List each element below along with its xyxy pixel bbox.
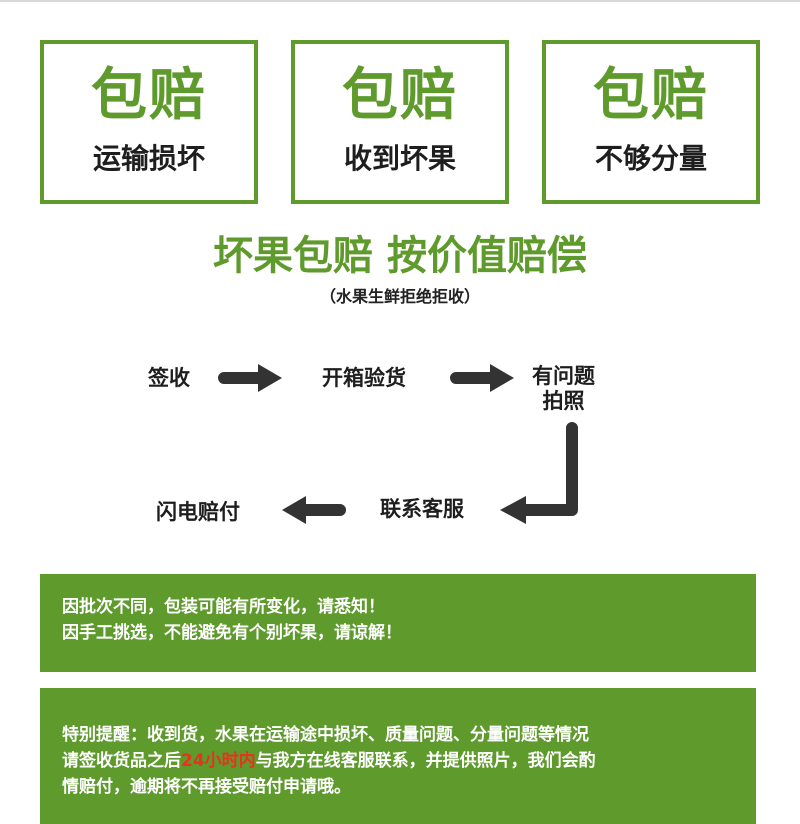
guarantee-title: 包赔 bbox=[91, 63, 207, 128]
guarantee-box-transport-damage: 包赔 运输损坏 bbox=[40, 40, 258, 204]
arrow-down-left-icon bbox=[500, 422, 578, 524]
deadline-highlight: 24小时内 bbox=[181, 751, 256, 771]
step-photo-line2: 拍照 bbox=[542, 389, 585, 413]
notice-line: 特别提醒：收到货，水果在运输途中损坏、质量问题、分量问题等情况 bbox=[62, 725, 589, 745]
step-sign: 签收 bbox=[148, 366, 190, 390]
guarantee-box-bad-fruit: 包赔 收到坏果 bbox=[291, 40, 509, 204]
notice-text: 请签收货品之后 bbox=[62, 751, 181, 771]
notice-packaging: 因批次不同，包装可能有所变化，请悉知！ 因手工挑选，不能避免有个别坏果，请谅解！ bbox=[40, 574, 756, 672]
notice-line: 因批次不同，包装可能有所变化，请悉知！ bbox=[62, 597, 385, 617]
step-photo-line1: 有问题 bbox=[532, 364, 595, 388]
step-fast-compensation: 闪电赔付 bbox=[156, 500, 240, 524]
top-divider bbox=[0, 0, 800, 2]
subnote: （水果生鲜拒绝拒收） bbox=[319, 287, 480, 306]
arrow-left-icon bbox=[282, 496, 346, 524]
notice-line: 因手工挑选，不能避免有个别坏果，请谅解！ bbox=[62, 623, 402, 643]
guarantee-subtitle: 不够分量 bbox=[594, 142, 707, 175]
notice-line: 请签收货品之后24小时内与我方在线客服联系，并提供照片，我们会酌 bbox=[62, 748, 756, 774]
notice-special-reminder: 特别提醒：收到货，水果在运输途中损坏、质量问题、分量问题等情况 请签收货品之后2… bbox=[40, 688, 756, 824]
step-photo: 有问题 拍照 bbox=[532, 364, 595, 414]
guarantee-box-short-weight: 包赔 不够分量 bbox=[542, 40, 760, 204]
arrow-right-icon bbox=[450, 364, 514, 392]
notice-line: 情赔付，逾期将不再接受赔付申请哦。 bbox=[62, 777, 351, 797]
step-contact-service: 联系客服 bbox=[380, 497, 464, 521]
guarantee-subtitle: 收到坏果 bbox=[343, 142, 456, 175]
guarantee-subtitle: 运输损坏 bbox=[92, 142, 205, 175]
step-inspect: 开箱验货 bbox=[322, 366, 406, 390]
guarantee-title: 包赔 bbox=[593, 63, 709, 128]
arrow-right-icon bbox=[218, 364, 282, 392]
headline: 坏果包赔 按价值赔偿 bbox=[213, 233, 587, 279]
notice-text: 与我方在线客服联系，并提供照片，我们会酌 bbox=[255, 751, 596, 771]
guarantee-title: 包赔 bbox=[342, 63, 458, 128]
